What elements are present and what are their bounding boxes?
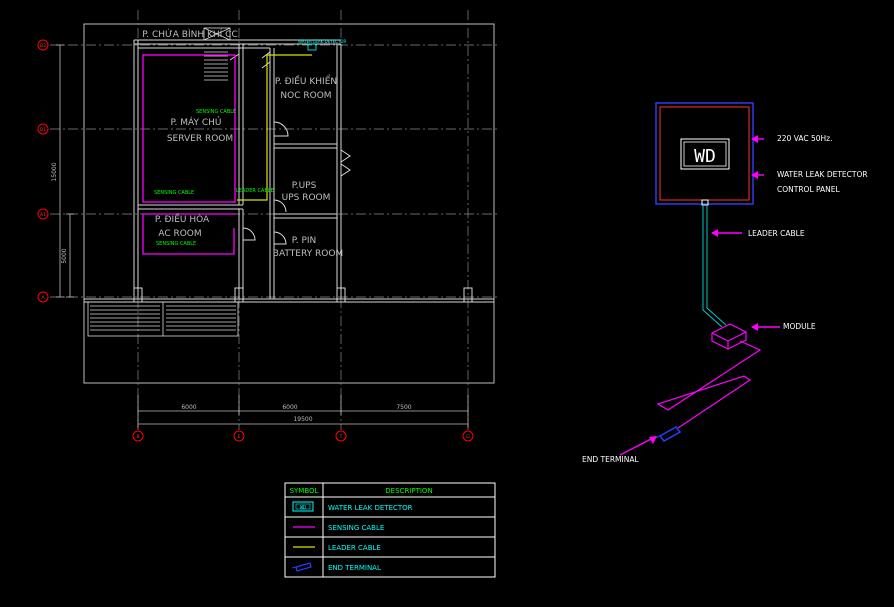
- row-bubble-a: A: [41, 295, 45, 301]
- legend-table: SYMBOL DESCRIPTION WD WATER LEAK DETECTO…: [284, 482, 496, 578]
- dim-vertical-part: 5000: [61, 248, 68, 263]
- power-label: 220 VAC 50Hz.: [777, 134, 832, 143]
- dim-span-1: 6000: [181, 404, 196, 411]
- horizontal-dimensions: [137, 395, 469, 428]
- col-bubbles: B E T G: [132, 430, 474, 442]
- dim-labels: 6000 6000 7500 19500: [181, 404, 411, 423]
- room-ups-en: UPS ROOM: [282, 193, 331, 203]
- legend-symbol-wd-text: WD: [300, 505, 306, 511]
- wld-tag: WATER LEAK DETECTOR: [298, 39, 347, 44]
- end-terminal-label: END TERMINAL: [582, 455, 639, 464]
- leader-cable-label: LEADER CABLE: [748, 229, 805, 238]
- dim-span-2: 6000: [282, 404, 297, 411]
- row-bubbles: B2 B1 A1 A: [37, 39, 49, 303]
- doors: [229, 51, 351, 245]
- plan-leader-cable: [237, 54, 312, 201]
- legend-symbol-wd: [292, 501, 314, 512]
- panel-label-2: CONTROL PANEL: [777, 185, 841, 194]
- wd-box-inner: [683, 141, 727, 167]
- dim-vertical-total: 15000: [51, 162, 58, 181]
- vertical-dimensions: [56, 44, 74, 298]
- plan-wd-marker: [307, 43, 317, 51]
- legend-header-symbol: SYMBOL: [290, 487, 319, 495]
- room-noc-en: NOC ROOM: [280, 91, 331, 101]
- floor-plan: P. CHỨA BÌNH KHÍ CC P. MÁY CHỦ SERVER RO…: [37, 10, 500, 442]
- wd-box: [680, 138, 730, 170]
- col-bubble-e: E: [238, 434, 241, 440]
- module-box: [711, 323, 747, 350]
- room-ac-vn: P. ĐIỀU HÒA: [155, 212, 210, 225]
- stairs-bottom: [87, 301, 239, 337]
- row-bubble-b1: B1: [40, 127, 46, 133]
- room-battery-en: BATTERY ROOM: [273, 249, 343, 259]
- row-bubble-a1: A1: [40, 212, 46, 218]
- columns: [133, 287, 473, 303]
- sensing-cable-tag-3: SENSING CABLE: [156, 241, 196, 247]
- legend-header-description: DESCRIPTION: [385, 487, 432, 495]
- schematic: WD: [582, 102, 868, 464]
- plan-sensing-cable: [142, 54, 236, 255]
- walls: [84, 39, 494, 303]
- col-bubble-g: G: [466, 434, 470, 440]
- panel-outer-box: [655, 102, 754, 205]
- legend-symbol-end-terminal: [291, 562, 312, 572]
- room-ups-vn: P.UPS: [292, 181, 317, 191]
- col-bubble-t: T: [339, 434, 343, 440]
- plan-outer-boundary: [83, 23, 495, 384]
- legend-row-leader: LEADER CABLE: [328, 544, 381, 552]
- room-server-en: SERVER ROOM: [167, 134, 233, 144]
- room-server-vn: P. MÁY CHỦ: [171, 116, 222, 128]
- room-battery-vn: P. PIN: [292, 236, 317, 246]
- leader-cable-tag: LEADER CABLE: [236, 188, 274, 194]
- schematic-leader-cable: [701, 199, 727, 328]
- legend-row-wld: WATER LEAK DETECTOR: [328, 504, 413, 512]
- dim-total: 19500: [293, 416, 312, 423]
- panel-label-1: WATER LEAK DETECTOR: [777, 170, 868, 179]
- room-labels: P. CHỨA BÌNH KHÍ CC P. MÁY CHỦ SERVER RO…: [142, 28, 343, 259]
- room-noc-vn: P. ĐIỀU KHIỂN: [275, 74, 337, 87]
- dim-span-3: 7500: [396, 404, 411, 411]
- room-ac-en: AC ROOM: [158, 229, 201, 239]
- stairs-top: [203, 27, 231, 81]
- plan-annotations: SENSING CABLE SENSING CABLE SENSING CABL…: [154, 39, 347, 247]
- sensing-cable-tag-2: SENSING CABLE: [154, 190, 194, 196]
- schematic-labels: 220 VAC 50Hz. WATER LEAK DETECTOR CONTRO…: [582, 134, 868, 464]
- module-label: MODULE: [783, 322, 816, 331]
- room-gas-label: P. CHỨA BÌNH KHÍ CC: [142, 28, 237, 40]
- sensing-cable-tag-1: SENSING CABLE: [196, 109, 236, 115]
- schematic-arrows: [619, 135, 780, 456]
- grid-lines: [50, 10, 500, 430]
- row-bubble-b2: B2: [40, 43, 46, 49]
- schematic-sensing-cable: [656, 340, 762, 429]
- legend-row-sensing: SENSING CABLE: [328, 524, 384, 532]
- legend-row-end-terminal: END TERMINAL: [328, 564, 381, 572]
- col-bubble-b: B: [136, 434, 139, 440]
- wd-label: WD: [694, 146, 716, 167]
